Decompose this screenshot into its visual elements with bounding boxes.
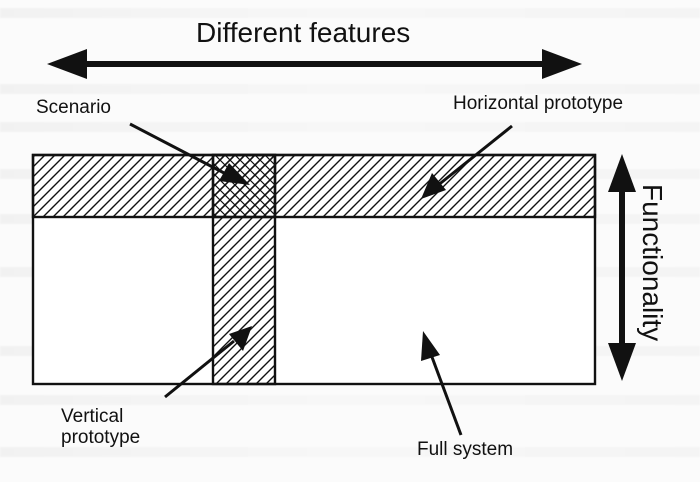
top-arrow-left-head [47, 49, 87, 79]
background-text-line [0, 8, 700, 18]
background-text-line [0, 447, 700, 457]
full-system-label: Full system [417, 439, 514, 460]
vertical-prototype-pointer-head [229, 326, 252, 351]
top-arrow-right-head [542, 49, 582, 79]
scenario-label: Scenario [36, 97, 111, 118]
scenario-pointer-head [219, 163, 250, 185]
vertical-prototype-label: Vertical prototype [61, 406, 141, 448]
side-arrow [608, 154, 636, 381]
full-system-pointer-line [427, 348, 463, 436]
scenario-pointer [129, 122, 250, 185]
background-text-line [0, 84, 700, 94]
side-arrow-bottom-head [608, 343, 636, 381]
top-arrow [47, 49, 582, 79]
scenario-pointer-line [129, 122, 227, 176]
horizontal-prototype-pointer [421, 124, 513, 199]
background-text-line [0, 122, 700, 132]
side-arrow-top-head [608, 154, 636, 192]
horizontal-prototype-pointer-line [436, 124, 513, 188]
different-features-label: Different features [196, 17, 411, 48]
functionality-label: Functionality [637, 184, 668, 342]
scenario-overlap-box [211, 153, 277, 219]
horizontal-prototype-label: Horizontal prototype [453, 93, 624, 114]
full-system-pointer [421, 331, 463, 436]
vertical-prototype-pointer [164, 326, 252, 399]
horizontal-prototype-pointer-head [421, 173, 446, 199]
background-text-line [0, 395, 700, 405]
horizontal-prototype-band [31, 153, 597, 219]
vertical-prototype-pointer-line [164, 339, 235, 399]
full-system-pointer-head [421, 331, 440, 361]
